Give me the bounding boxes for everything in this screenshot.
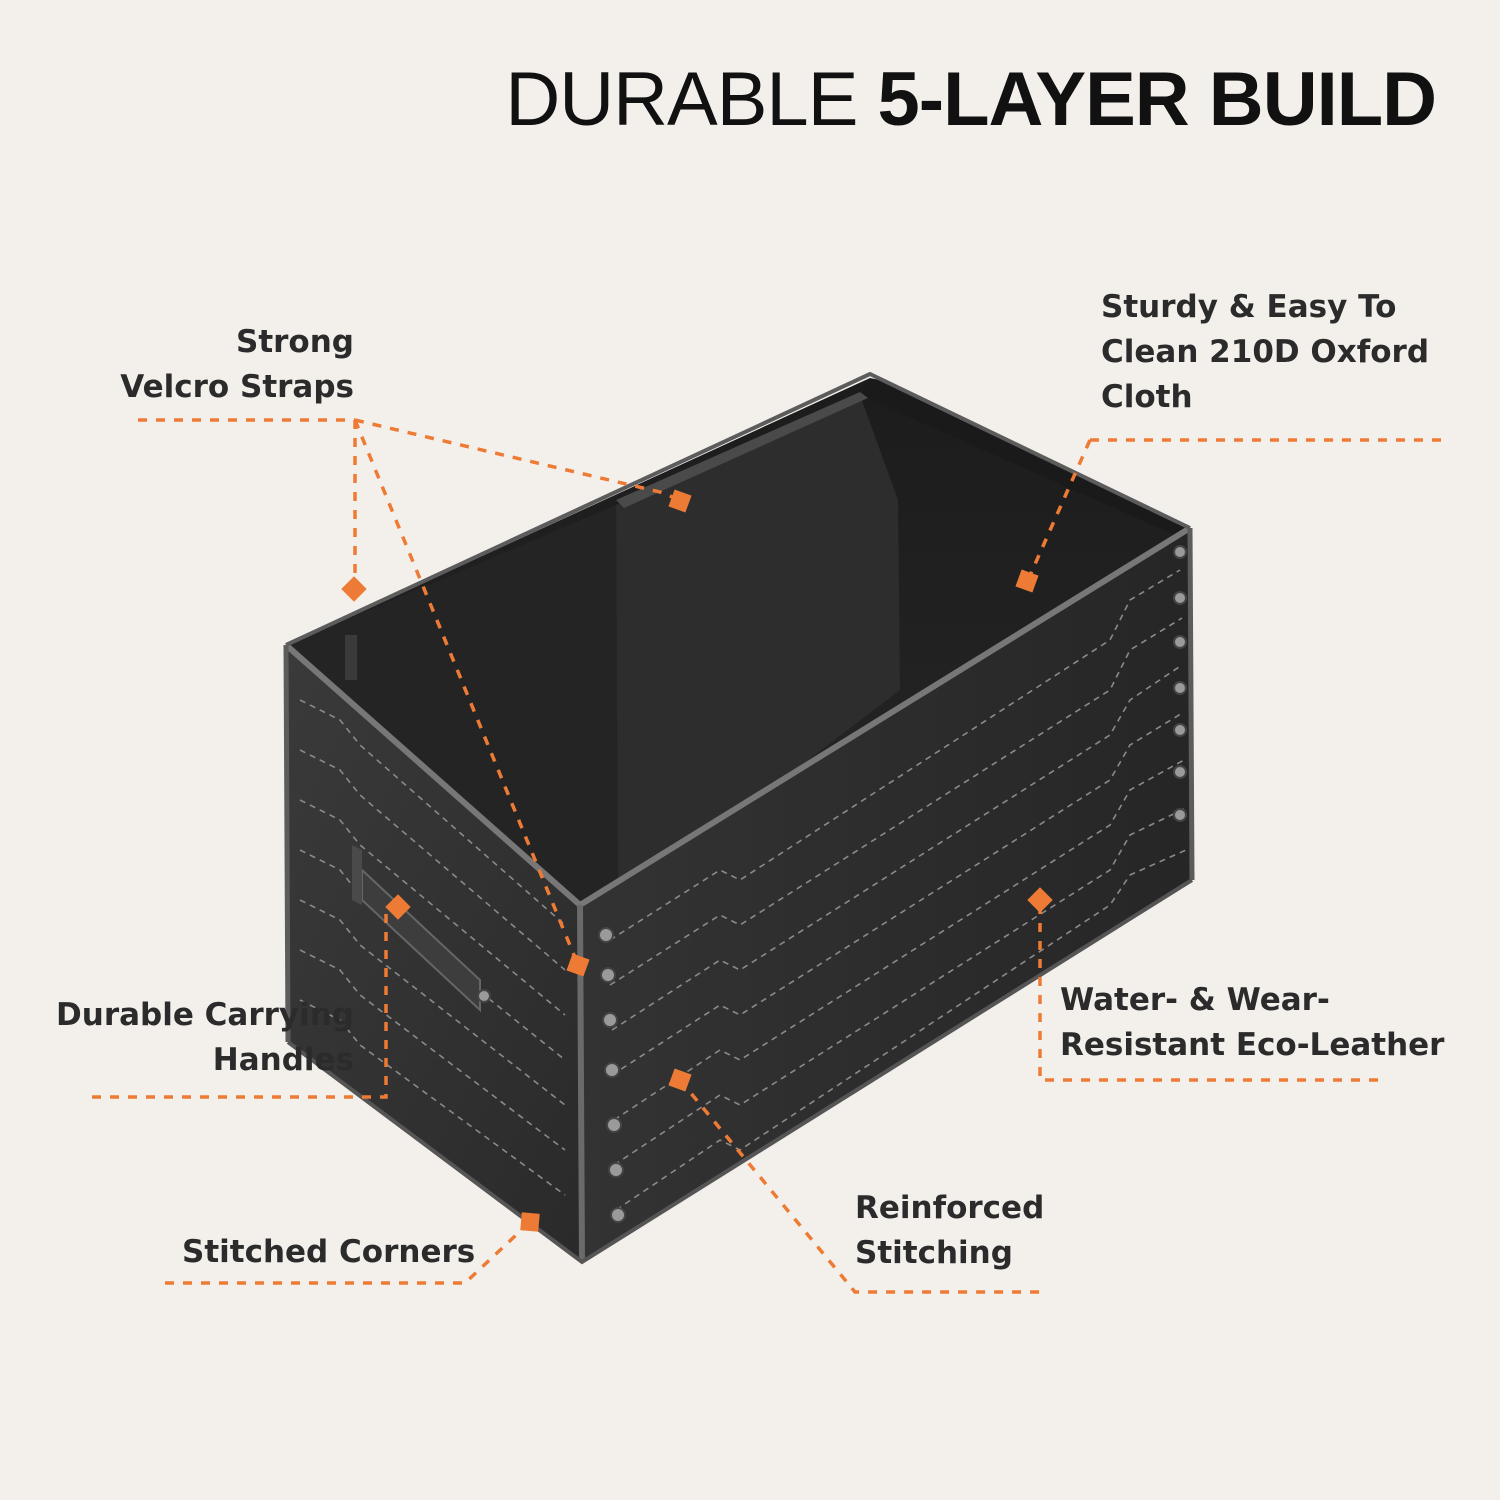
corner-rivets — [598, 927, 626, 1223]
handles-marker — [385, 894, 411, 920]
callout-handles-label: Durable Carrying Handles — [56, 997, 354, 1078]
box-left-edge — [283, 644, 291, 1043]
velcro-marker — [341, 576, 367, 602]
callout-stitching-label: Reinforced Stitching — [855, 1190, 1045, 1271]
headline-bold: 5-LAYER BUILD — [877, 57, 1437, 142]
box-right-edge — [1187, 527, 1195, 881]
oxford-marker — [1015, 569, 1039, 593]
callout-markers — [341, 489, 1053, 1232]
stitching-leader — [678, 1078, 1040, 1294]
box-divider-top — [616, 392, 868, 508]
stitching-marker — [668, 1068, 692, 1092]
callout-corners-label: Stitched Corners — [182, 1234, 476, 1270]
handles-leader — [92, 907, 388, 1099]
right-rivets — [1173, 545, 1187, 822]
headline: DURABLE 5-LAYER BUILD — [505, 62, 1437, 138]
velcro-strap — [345, 635, 357, 680]
box-divider — [616, 395, 900, 905]
front-stitching — [609, 569, 1187, 1211]
velcro-marker-2 — [566, 953, 590, 977]
storage-box — [283, 372, 1195, 1265]
callout-oxford-label: Sturdy & Easy To Clean 210D Oxford Cloth — [1101, 289, 1430, 415]
side-stitching — [299, 699, 566, 1196]
headline-light: DURABLE — [505, 57, 858, 142]
callout-lines — [92, 418, 1450, 1294]
oxford-leader-diag — [1026, 439, 1092, 581]
box-front-panel — [580, 528, 1192, 1262]
box-interior-back-wall — [860, 378, 1186, 540]
velcro-leader-mid — [353, 419, 580, 966]
leather-leader — [1038, 905, 1385, 1082]
velcro-marker-3 — [668, 489, 692, 513]
box-back-rim — [285, 372, 1191, 647]
corners-marker — [520, 1212, 540, 1232]
callout-leather-label: Water- & Wear- Resistant Eco-Leather — [1060, 982, 1445, 1063]
callout-velcro-label: Strong Velcro Straps — [120, 324, 354, 405]
box-bottom-edge — [286, 878, 1194, 1265]
